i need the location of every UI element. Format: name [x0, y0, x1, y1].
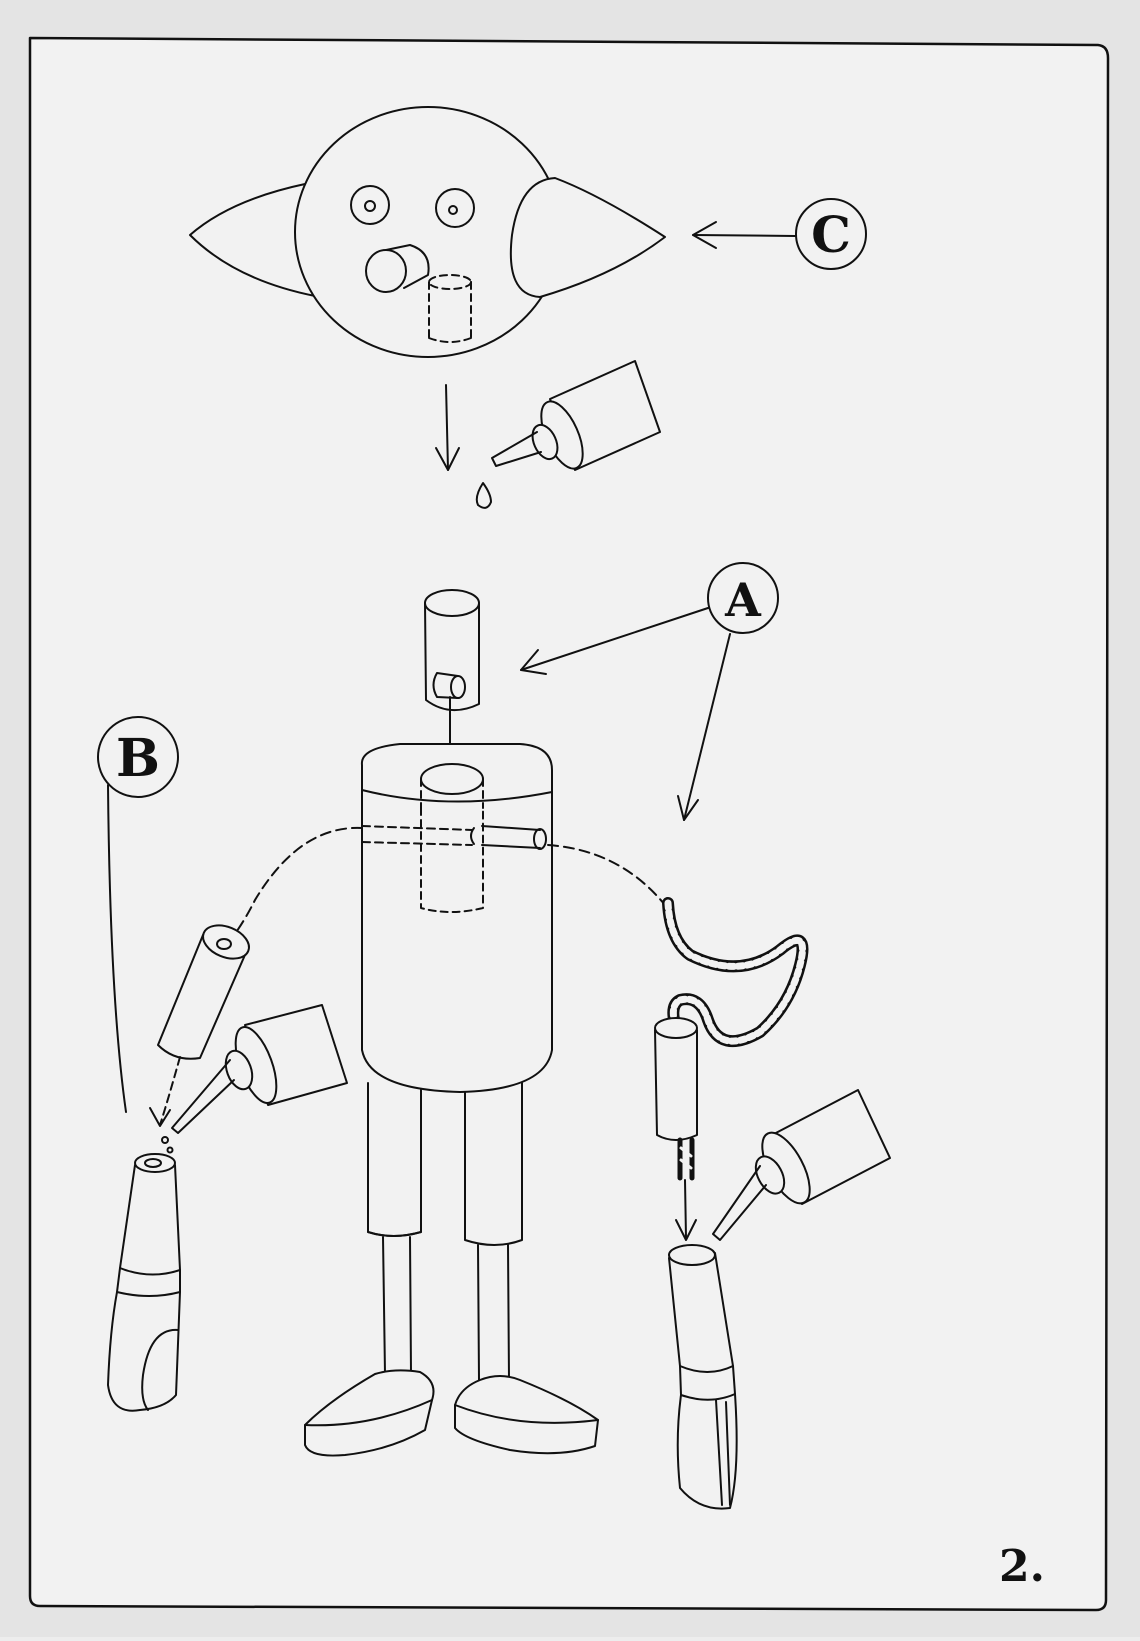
glue-bottle-right [712, 1089, 891, 1241]
page-number: 2. [999, 1541, 1045, 1592]
robot-body [360, 743, 553, 1093]
label-b-callout [97, 716, 179, 1113]
glue-bottle-left [171, 1004, 348, 1134]
right-arm-cord [662, 897, 809, 1047]
body-arm-channel [361, 825, 547, 850]
arrow-upper-arm-to-hand-head [149, 1107, 171, 1127]
left-hand [107, 1153, 181, 1412]
glue-dots-left [161, 1136, 169, 1144]
head-right-eye [435, 188, 475, 228]
right-hand [668, 1244, 738, 1510]
robot-neck-cylinder [424, 589, 480, 711]
head-nose-peg [365, 244, 430, 293]
arrow-upper-arm-to-hand [159, 1056, 181, 1126]
robot-right-leg [464, 1082, 523, 1381]
head-left-ear [189, 183, 316, 297]
label-b: B [116, 728, 160, 789]
body-neck-hole [420, 763, 484, 913]
dashed-route-left-arm [221, 826, 363, 951]
label-a: A [724, 573, 762, 627]
robot-right-foot [454, 1375, 599, 1455]
head-right-ear [509, 177, 666, 298]
paper-sheet [28, 36, 1110, 1612]
head-neck-socket-dashed [428, 274, 472, 343]
right-upper-arm-tube [654, 1017, 698, 1181]
robot-head [189, 106, 666, 358]
glue-bottle-top [491, 360, 661, 471]
label-c-callout [692, 198, 867, 270]
glue-drop [475, 482, 492, 509]
label-a-callout [520, 562, 779, 821]
left-upper-arm-tube [157, 924, 250, 1060]
robot-left-foot [304, 1369, 435, 1457]
arrow-right-arm-to-hand [675, 1179, 697, 1241]
arrow-head-down [435, 384, 460, 471]
dashed-route-right-arm [547, 844, 666, 906]
label-c: C [811, 205, 851, 264]
head-left-eye [350, 185, 390, 225]
robot-left-leg [367, 1082, 422, 1375]
